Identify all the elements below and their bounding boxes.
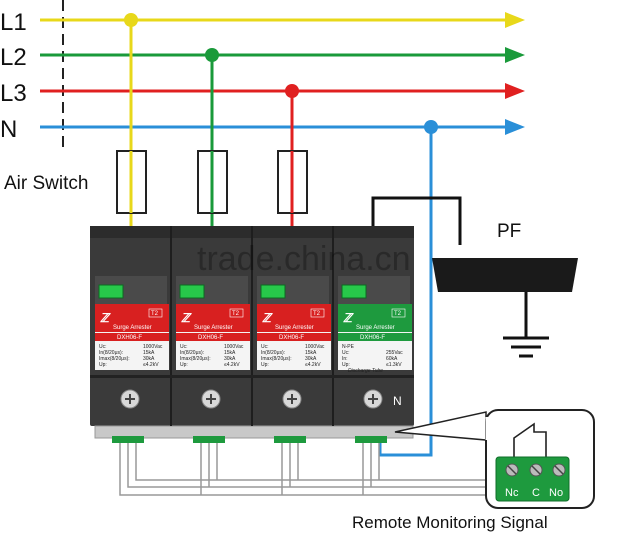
module-footer: Discharge Tube bbox=[348, 368, 383, 374]
label-l3: L3 bbox=[0, 80, 27, 107]
status-window bbox=[341, 284, 367, 299]
spec-value: ≤4.2kV bbox=[224, 362, 240, 368]
spec-value: 60kA bbox=[386, 356, 398, 362]
surge-arrester-device bbox=[90, 226, 414, 439]
module-model: DXH06-F bbox=[117, 335, 142, 341]
module-tag: T2 bbox=[313, 311, 321, 317]
terminal-label-nc: Nc bbox=[505, 487, 519, 499]
spec-value: 30kA bbox=[224, 356, 236, 362]
bus-lines bbox=[40, 12, 525, 135]
module-tag: T2 bbox=[232, 311, 240, 317]
spec-value: 1000Vac bbox=[143, 344, 163, 350]
terminal-label-c: C bbox=[532, 487, 540, 499]
terminal-block-4 bbox=[355, 436, 387, 443]
spec-key: Up: bbox=[99, 362, 107, 368]
module-tag: T2 bbox=[394, 311, 402, 317]
relay-contact-icon bbox=[513, 422, 547, 457]
spec-key: Uc: bbox=[180, 344, 188, 350]
brand-logo-icon: ℤ bbox=[343, 311, 354, 325]
drop-wire-n bbox=[378, 127, 433, 457]
spec-key: Up: bbox=[342, 362, 350, 368]
spec-value: 15kA bbox=[224, 350, 236, 356]
air-switch-label: Air Switch bbox=[4, 173, 88, 194]
spec-value: 15kA bbox=[305, 350, 317, 356]
brand-logo-icon: ℤ bbox=[100, 311, 111, 325]
spec-key: Uc: bbox=[261, 344, 269, 350]
module-label-band bbox=[257, 304, 331, 332]
label-l2: L2 bbox=[0, 44, 27, 71]
arrow-l1-icon bbox=[505, 12, 525, 28]
spec-value: ≤4.2kV bbox=[143, 362, 159, 368]
spec-key: In: bbox=[342, 356, 348, 362]
brand-logo-icon: ℤ bbox=[262, 311, 273, 325]
module-model: DXH06-F bbox=[360, 335, 385, 341]
spec-value: 255Vac bbox=[386, 350, 403, 356]
pf-wire bbox=[371, 196, 462, 245]
junction-n bbox=[424, 120, 438, 134]
monitoring-callout: Nc C No bbox=[394, 409, 595, 509]
module-label-band bbox=[95, 304, 169, 332]
air-switch-fuses bbox=[116, 150, 308, 214]
arrow-l3-icon bbox=[505, 83, 525, 99]
neutral-terminal-label: N bbox=[393, 394, 402, 408]
label-n: N bbox=[0, 116, 17, 143]
terminal-block-3 bbox=[274, 436, 306, 443]
spec-key: Uc: bbox=[342, 350, 350, 356]
pf-label: PF bbox=[497, 221, 521, 242]
label-l1: L1 bbox=[0, 9, 27, 36]
spec-key: Imax(8/20μs): bbox=[180, 356, 211, 362]
junction-l1 bbox=[124, 13, 138, 27]
spec-key: N-PE bbox=[342, 344, 355, 350]
spec-value: 30kA bbox=[305, 356, 317, 362]
spec-key: In(8/20μs): bbox=[180, 350, 204, 356]
spec-value: 30kA bbox=[143, 356, 155, 362]
brand-logo-icon: ℤ bbox=[181, 311, 192, 325]
spec-key: Up: bbox=[261, 362, 269, 368]
module-title: Surge Arrester bbox=[275, 325, 314, 331]
spec-key: Uc: bbox=[99, 344, 107, 350]
spec-value: 1000Vac bbox=[224, 344, 244, 350]
pf-bar bbox=[432, 258, 578, 292]
spec-key: Imax(8/20μs): bbox=[99, 356, 130, 362]
spec-value: 1000Vac bbox=[305, 344, 325, 350]
spec-key: Up: bbox=[180, 362, 188, 368]
arrow-l2-icon bbox=[505, 47, 525, 63]
module-title: Surge Arrester bbox=[194, 325, 233, 331]
terminal-label-no: No bbox=[549, 487, 563, 499]
module-label-band bbox=[176, 304, 250, 332]
pf-ground-block bbox=[371, 196, 578, 358]
remote-signal-label: Remote Monitoring Signal bbox=[352, 513, 548, 532]
arrow-n-icon bbox=[505, 119, 525, 135]
module-tag: T2 bbox=[151, 311, 159, 317]
spec-key: Imax(8/20μs): bbox=[261, 356, 292, 362]
status-window bbox=[98, 284, 124, 299]
spec-key: In(8/20μs): bbox=[99, 350, 123, 356]
terminal-block-2 bbox=[193, 436, 225, 443]
module-model: DXH06-F bbox=[279, 335, 304, 341]
spec-key: In(8/20μs): bbox=[261, 350, 285, 356]
junction-l2 bbox=[205, 48, 219, 62]
watermark-text: trade.china.cn bbox=[197, 240, 411, 278]
spec-value: ≤1.3kV bbox=[386, 362, 402, 368]
junction-l3 bbox=[285, 84, 299, 98]
module-title: Surge Arrester bbox=[113, 325, 152, 331]
module-title: Surge Arrester bbox=[356, 325, 395, 331]
spec-value: ≤4.2kV bbox=[305, 362, 321, 368]
terminal-block-1 bbox=[112, 436, 144, 443]
module-label-band bbox=[338, 304, 412, 332]
spec-value: 15kA bbox=[143, 350, 155, 356]
module-model: DXH06-F bbox=[198, 335, 223, 341]
signal-wires bbox=[119, 443, 520, 496]
status-window bbox=[179, 284, 205, 299]
bottom-terminals bbox=[112, 436, 387, 443]
status-window bbox=[260, 284, 286, 299]
